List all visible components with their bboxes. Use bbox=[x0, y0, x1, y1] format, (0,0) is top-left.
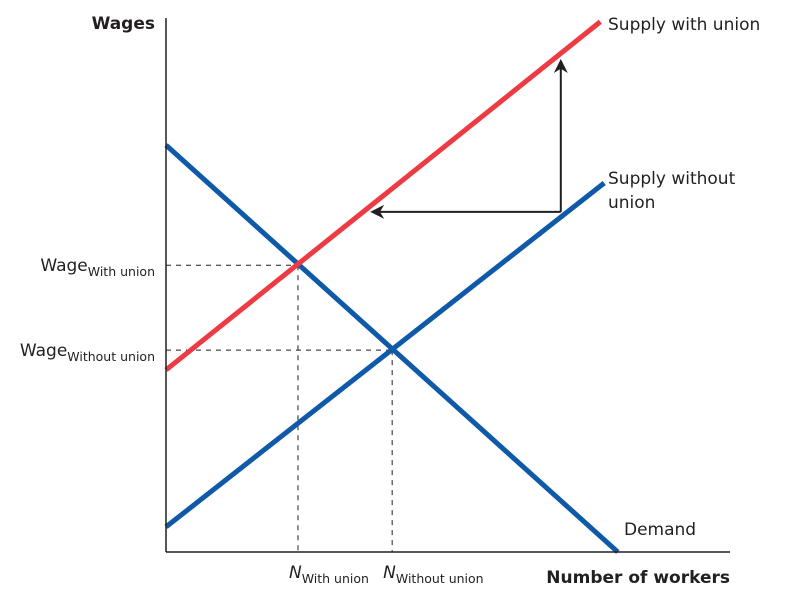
wage-label-sub: Without union bbox=[67, 349, 155, 364]
y-axis-label: Wages bbox=[92, 14, 155, 34]
with-union-wage-label: WageWith union bbox=[40, 256, 155, 279]
demand-label: Demand bbox=[624, 520, 696, 540]
wage-label-sub: With union bbox=[88, 264, 155, 279]
n-label-main: N bbox=[383, 563, 396, 583]
wage-label-main: Wage bbox=[40, 256, 87, 276]
supply-without-union-label-line2: union bbox=[608, 193, 655, 213]
wage-label-main: Wage bbox=[20, 341, 67, 361]
supply-without-union-curve bbox=[164, 181, 606, 529]
with-union-n-label: NWith union bbox=[289, 563, 369, 586]
without-union-wage-label: WageWithout union bbox=[20, 341, 155, 364]
supply-with-union-label: Supply with union bbox=[608, 15, 760, 35]
n-label-main: N bbox=[289, 563, 302, 583]
supply-with-union-curve bbox=[164, 19, 602, 372]
n-label-sub: With union bbox=[302, 571, 369, 586]
supply-without-union-label-line1: Supply without bbox=[608, 169, 736, 189]
x-axis-label: Number of workers bbox=[546, 568, 730, 588]
n-label-sub: Without union bbox=[396, 571, 484, 586]
supply-without-union-label: Supply without union bbox=[608, 169, 741, 213]
without-union-n-label: NWithout union bbox=[383, 563, 483, 586]
